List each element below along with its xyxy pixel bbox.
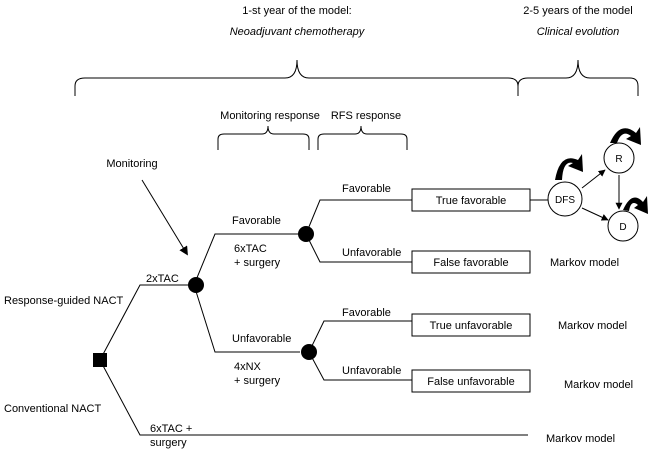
r-self-loop-icon	[610, 127, 641, 145]
edge-favorable	[193, 233, 300, 286]
edge-unfavorable	[193, 284, 300, 353]
fav-treatment-line2: + surgery	[234, 257, 281, 269]
years2-5-title: 2-5 years of the model	[523, 5, 632, 17]
edge-root-to-monitoring	[99, 284, 194, 361]
response-guided-label: Response-guided NACT	[4, 295, 124, 307]
chance-node-favorable	[298, 226, 314, 242]
year1-brace	[74, 59, 519, 96]
rfs-response-label: RFS response	[331, 110, 401, 122]
fav-fav-label: Favorable	[342, 183, 391, 195]
chance-node-monitoring	[188, 277, 204, 293]
fav-unfav-label: Unfavorable	[342, 247, 401, 259]
edge-fav-unfav	[305, 233, 412, 263]
markov-label-false-unfavorable: Markov model	[564, 379, 633, 391]
d-self-loop-icon	[623, 196, 648, 214]
edge-root-to-conventional	[99, 359, 528, 436]
favorable-label: Favorable	[232, 215, 281, 227]
dfs-to-r-arrow	[581, 169, 606, 189]
monitoring-arrow	[141, 179, 188, 256]
edge-fav-fav	[305, 199, 412, 235]
false-unfavorable-box	[411, 369, 531, 393]
dfs-to-d-arrow	[581, 207, 609, 221]
markov-states-diagram: DFS R D	[547, 127, 648, 242]
years2-5-brace	[517, 59, 639, 96]
year1-subtitle: Neoadjuvant chemotherapy	[230, 26, 366, 38]
d-state-label: D	[619, 222, 626, 233]
initial-cycles-label: 2xTAC	[146, 273, 179, 285]
false-favorable-label: False favorable	[433, 257, 508, 269]
markov-label-false-favorable: Markov model	[550, 257, 619, 269]
conventional-treatment-line1: 6xTAC +	[150, 423, 192, 435]
true-unfavorable-label: True unfavorable	[430, 320, 513, 332]
dfs-self-loop-icon	[555, 154, 583, 180]
fav-treatment-line1: 6xTAC	[234, 243, 267, 255]
decision-node	[93, 353, 107, 367]
year1-title: 1-st year of the model:	[242, 5, 351, 17]
unfav-unfav-label: Unfavorable	[342, 365, 401, 377]
conventional-label: Conventional NACT	[4, 403, 101, 415]
conventional-treatment-line2: surgery	[150, 437, 187, 449]
edge-unfav-fav	[308, 320, 412, 353]
monitoring-label: Monitoring	[106, 158, 157, 170]
unfav-fav-label: Favorable	[342, 307, 391, 319]
markov-label-conventional: Markov model	[546, 433, 615, 445]
years2-5-subtitle: Clinical evolution	[537, 26, 620, 38]
edge-unfav-unfav	[308, 351, 412, 381]
dfs-state-label: DFS	[555, 195, 575, 206]
unfavorable-label: Unfavorable	[232, 333, 291, 345]
monitoring-response-brace	[217, 125, 310, 150]
markov-label-true-unfavorable: Markov model	[558, 320, 627, 332]
r-state-label: R	[615, 154, 622, 165]
unfav-treatment-line1: 4xNX	[234, 361, 262, 373]
unfav-treatment-line2: + surgery	[234, 375, 281, 387]
d-state	[607, 210, 639, 242]
false-favorable-box	[411, 250, 531, 274]
true-favorable-box	[411, 188, 531, 212]
dfs-state	[547, 181, 583, 217]
r-state	[603, 142, 635, 174]
rfs-response-brace	[317, 125, 408, 150]
false-unfavorable-label: False unfavorable	[427, 376, 514, 388]
true-unfavorable-box	[411, 313, 531, 337]
monitoring-response-label: Monitoring response	[220, 110, 320, 122]
true-favorable-label: True favorable	[436, 195, 507, 207]
chance-node-unfavorable	[301, 344, 317, 360]
